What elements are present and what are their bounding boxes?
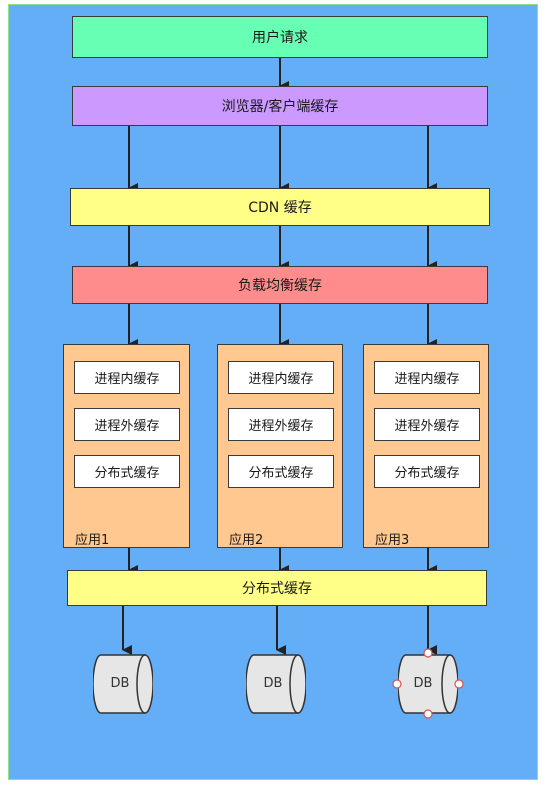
app-3-container: 进程内缓存 进程外缓存 分布式缓存 应用3 [363, 344, 489, 548]
app-1-out-of-process-cache: 进程外缓存 [74, 408, 180, 441]
distributed-cache-box: 分布式缓存 [67, 570, 487, 606]
resize-handle-bottom [423, 709, 433, 719]
app-1-label: 应用1 [75, 533, 110, 548]
app-2-container: 进程内缓存 进程外缓存 分布式缓存 应用2 [217, 344, 343, 548]
app-1-container: 进程内缓存 进程外缓存 分布式缓存 应用1 [63, 344, 190, 548]
db-3-label: DB [413, 676, 433, 691]
load-balancer-cache-box: 负载均衡缓存 [72, 266, 488, 304]
db-2-icon [246, 654, 306, 714]
user-request-box: 用户请求 [72, 16, 488, 58]
app-3-out-of-process-cache: 进程外缓存 [374, 408, 480, 441]
app-2-distributed-cache: 分布式缓存 [228, 455, 334, 488]
browser-cache-box: 浏览器/客户端缓存 [72, 86, 488, 126]
db-1-icon [93, 654, 153, 714]
app-3-in-process-cache: 进程内缓存 [374, 361, 480, 394]
db-3-icon[interactable] [398, 654, 458, 714]
db-1-label: DB [110, 676, 130, 691]
app-2-in-process-cache: 进程内缓存 [228, 361, 334, 394]
resize-handle-left [392, 679, 402, 689]
app-2-out-of-process-cache: 进程外缓存 [228, 408, 334, 441]
app-3-label: 应用3 [375, 533, 410, 548]
resize-handle-top [423, 648, 433, 658]
app-1-in-process-cache: 进程内缓存 [74, 361, 180, 394]
app-3-distributed-cache: 分布式缓存 [374, 455, 480, 488]
app-1-distributed-cache: 分布式缓存 [74, 455, 180, 488]
app-2-label: 应用2 [229, 533, 264, 548]
resize-handle-right [454, 679, 464, 689]
cdn-cache-box: CDN 缓存 [70, 188, 490, 226]
db-2-label: DB [263, 676, 283, 691]
